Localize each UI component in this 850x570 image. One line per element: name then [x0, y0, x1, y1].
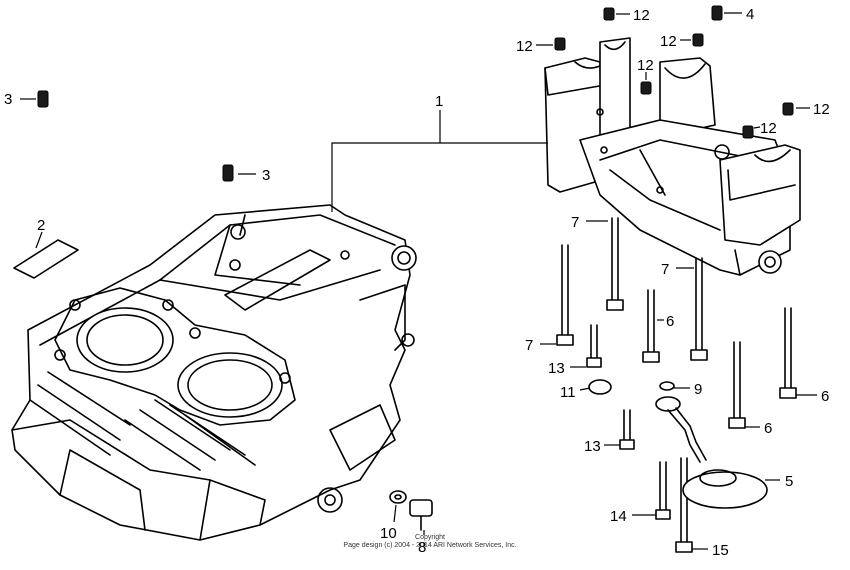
- callout-12-top: 12: [633, 7, 650, 24]
- callout-12-center: 12: [660, 33, 677, 50]
- callout-1: 1: [435, 93, 443, 110]
- copyright-line-1: Copyright: [415, 534, 445, 541]
- crankcase-bolts: [556, 217, 797, 553]
- callout-10: 10: [380, 525, 397, 542]
- callout-3-center: 3: [262, 167, 270, 184]
- oil-clip: [588, 379, 612, 395]
- callout-7-left: 7: [525, 337, 533, 354]
- copyright-notice: Copyright Page design (c) 2004 - 2014 AR…: [330, 534, 530, 550]
- callout-6-middle: 6: [666, 313, 674, 330]
- callout-12-mid: 12: [637, 57, 654, 74]
- callout-12-right: 12: [813, 101, 830, 118]
- callout-13-lower: 13: [584, 438, 601, 455]
- callout-4: 4: [746, 6, 754, 23]
- callout-labels: 1 2 3 3 4 5 6 6 6 7 7 7 8 9 10 11 12 12 …: [4, 6, 830, 559]
- callout-7-upper: 7: [571, 214, 579, 231]
- upper-crankcase: [544, 37, 801, 276]
- oil-strainer: [655, 396, 768, 509]
- callout-6-lower: 6: [764, 420, 772, 437]
- drain-bolt-set: [389, 490, 433, 531]
- callout-6-right: 6: [821, 388, 829, 405]
- callout-7-middle: 7: [661, 261, 669, 278]
- callout-12-left: 12: [516, 38, 533, 55]
- callout-8: 8: [418, 539, 426, 556]
- callout-14: 14: [610, 508, 627, 525]
- callout-2: 2: [37, 217, 45, 234]
- copyright-line-2: Page design (c) 2004 - 2014 ARI Network …: [343, 542, 517, 549]
- dowel-pins: [37, 5, 794, 182]
- label-plate: [13, 239, 79, 279]
- lower-crankcase: [11, 204, 417, 541]
- callout-12-lower: 12: [760, 120, 777, 137]
- o-ring: [659, 381, 675, 391]
- callout-3-left: 3: [4, 91, 12, 108]
- callout-15: 15: [712, 542, 729, 559]
- leader-lines: [20, 12, 817, 550]
- callout-13-upper: 13: [548, 360, 565, 377]
- callout-5: 5: [785, 473, 793, 490]
- callout-11: 11: [560, 384, 576, 401]
- callout-9: 9: [694, 381, 702, 398]
